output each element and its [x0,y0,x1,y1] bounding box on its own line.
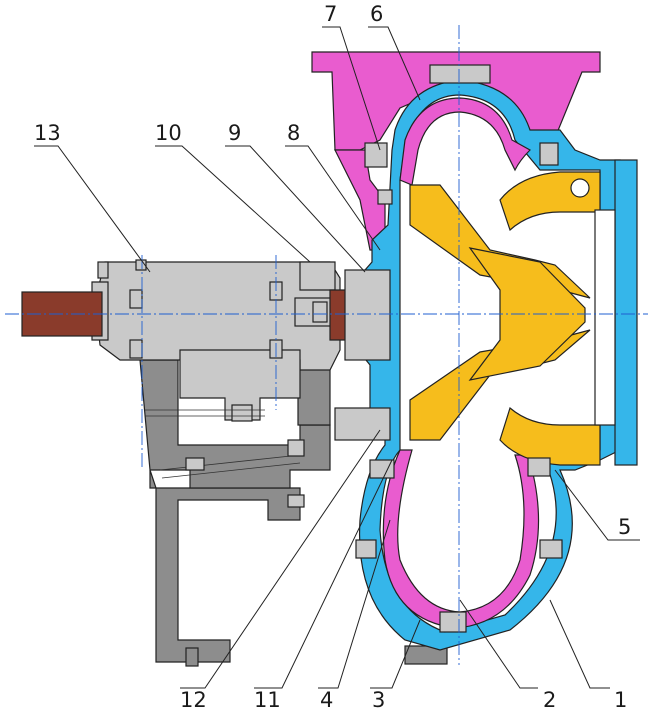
suction-flange [614,159,638,466]
gland-body [344,269,391,361]
impeller-group [409,171,601,466]
callout-9: 9 [228,121,241,145]
callout-2: 2 [543,688,556,712]
bottom-right-bolt [539,539,563,559]
callout-3: 3 [372,688,385,712]
callout-1: 1 [614,688,627,712]
callout-leaders [34,26,640,689]
volute-liner-shape [399,97,531,186]
suction-flange-group [570,159,638,466]
support-frame [139,359,448,667]
rear-brace [159,454,301,479]
callout-7: 7 [324,2,337,26]
base-bracket [149,469,301,663]
stud-rod [145,409,265,417]
suction-flange-inner [594,209,616,426]
left-casing-bolt [364,142,388,168]
bearing-bolts [97,259,305,508]
bearing-cap-right [299,261,336,291]
callout-11: 11 [254,688,281,712]
lower-right-bolt [527,457,551,477]
hardware-group [334,64,563,633]
lower-left-bolt [369,459,395,479]
impeller-hub [468,247,586,381]
callout-10: 10 [155,121,182,145]
bottom-left-bolt [355,539,377,559]
callout-8: 8 [287,121,300,145]
callout-12: 12 [180,688,207,712]
right-casing-bolt [539,142,559,166]
bearing-pedestal-lower [179,349,301,421]
bearing-clamp-inner [312,301,328,323]
impeller-eye-bottom [499,406,601,466]
bottom-clamp-bolt [439,611,467,633]
callout-labels: 13 10 9 8 7 6 5 12 11 4 3 2 1 [34,2,631,712]
adjusting-screw-rod [334,407,391,441]
callout-13: 13 [34,121,61,145]
callout-4: 4 [320,688,333,712]
top-clamp-bolts [429,64,491,84]
flange-bolt-hole [570,178,590,198]
base-foot-bolt [185,647,199,667]
callout-6: 6 [370,2,383,26]
centerlines [5,25,648,665]
callout-5: 5 [618,515,631,539]
mid-left-bolt [377,189,393,205]
bearing-assembly-group [91,259,341,508]
